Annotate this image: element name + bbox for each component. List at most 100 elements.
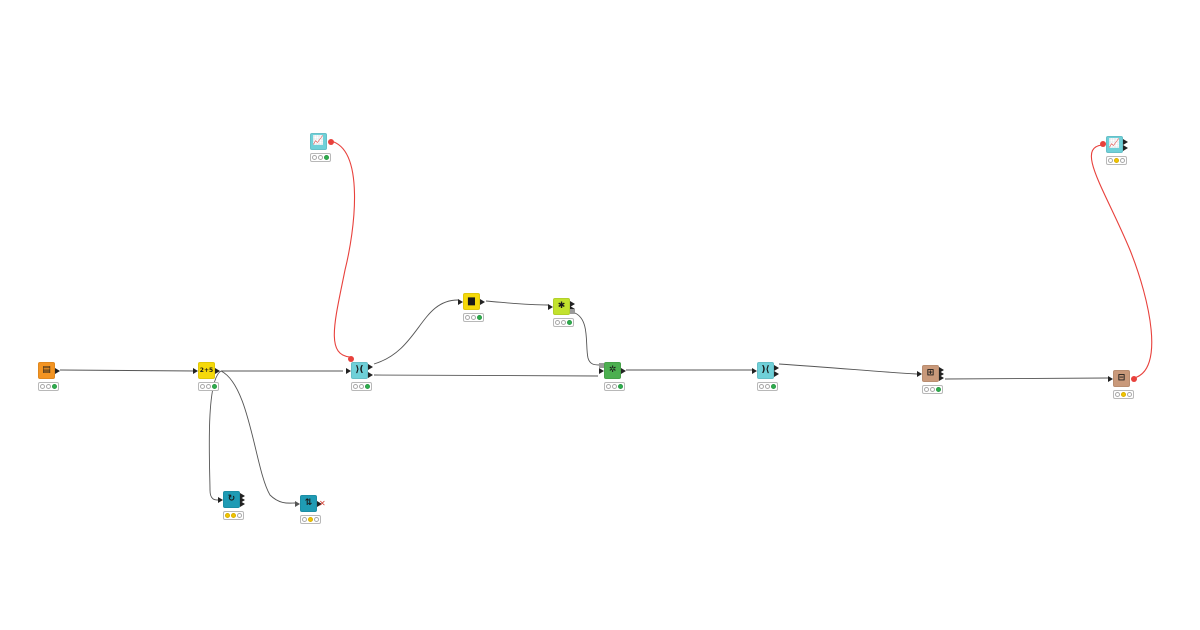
output-port[interactable] (317, 500, 322, 507)
data-connection[interactable] (373, 299, 459, 365)
flow-variable-out-port[interactable] (1131, 375, 1137, 382)
status-dot-off (206, 384, 211, 389)
output-port[interactable] (570, 300, 575, 307)
data-connection[interactable] (574, 312, 601, 366)
input-port[interactable] (295, 500, 300, 507)
node-status-light (757, 382, 778, 391)
node-status-light (38, 382, 59, 391)
status-dot-off (606, 384, 611, 389)
status-dot-off (353, 384, 358, 389)
status-dot-yellow (225, 513, 230, 518)
node-loop-start[interactable]: ↻ (223, 491, 240, 508)
line-plot-icon: 📈 (312, 136, 325, 146)
status-dot-green (618, 384, 623, 389)
output-port[interactable] (240, 492, 245, 499)
status-dot-green (52, 384, 57, 389)
node-status-light (198, 382, 219, 391)
status-dot-off (237, 513, 242, 518)
status-dot-green (477, 315, 482, 320)
flow-variable-connection[interactable] (1090, 144, 1153, 379)
output-port[interactable] (621, 367, 626, 374)
data-connection[interactable] (944, 377, 1109, 380)
output-port[interactable] (939, 366, 944, 373)
node-predictor[interactable]: ✲ (604, 362, 621, 379)
error-cross-icon: ✕ (319, 498, 326, 508)
node-line-plot[interactable]: 📈 (1106, 136, 1123, 153)
node-math-formula[interactable]: 2+5 (198, 362, 215, 379)
status-dot-off (1120, 158, 1125, 163)
node-reader[interactable]: ▤ (38, 362, 55, 379)
output-port[interactable] (240, 496, 245, 503)
parameter-icon: ⇅ (304, 498, 313, 508)
node-loop-start-pipe[interactable]: ⟩( (351, 362, 368, 379)
node-learner[interactable]: ✱ (553, 298, 570, 315)
node-parameter-optimization[interactable]: ⇅ (300, 495, 317, 512)
data-connection[interactable] (59, 369, 197, 372)
input-port[interactable] (599, 367, 604, 374)
status-dot-off (1127, 392, 1132, 397)
node-scorer[interactable]: ⊞ (922, 365, 939, 382)
status-dot-off (312, 155, 317, 160)
status-dot-off (471, 315, 476, 320)
status-dot-green (567, 320, 572, 325)
math-formula-icon: 2+5 (199, 366, 214, 374)
flow-variable-out-port[interactable] (328, 138, 334, 145)
node-line-plot[interactable]: 📈 (310, 133, 327, 150)
input-port[interactable] (1108, 375, 1113, 382)
status-dot-off (200, 384, 205, 389)
output-port[interactable] (939, 374, 944, 381)
status-dot-off (314, 517, 319, 522)
node-status-light (223, 511, 244, 520)
status-dot-yellow (231, 513, 236, 518)
node-status-light (553, 318, 574, 327)
data-connection[interactable] (373, 374, 599, 377)
line-plot-icon: 📈 (1108, 139, 1121, 149)
flow-variable-connection[interactable] (330, 140, 356, 358)
output-port[interactable] (368, 363, 373, 370)
status-dot-off (1115, 392, 1120, 397)
status-dot-off (759, 384, 764, 389)
input-port[interactable] (917, 370, 922, 377)
status-dot-off (561, 320, 566, 325)
node-status-light (351, 382, 372, 391)
data-connection[interactable] (485, 300, 549, 306)
node-status-light (463, 313, 484, 322)
input-port[interactable] (548, 303, 553, 310)
learner-icon: ✱ (557, 301, 566, 311)
output-port[interactable] (368, 371, 373, 378)
model-input-port[interactable] (599, 363, 604, 368)
input-port[interactable] (346, 367, 351, 374)
output-port[interactable] (1123, 138, 1128, 145)
data-connection[interactable] (778, 363, 918, 375)
output-port[interactable] (215, 367, 220, 374)
node-output[interactable]: ⊟ (1113, 370, 1130, 387)
loop-start-icon: ↻ (227, 494, 236, 504)
output-port[interactable] (480, 298, 485, 305)
data-connection[interactable] (220, 370, 296, 504)
input-port[interactable] (458, 298, 463, 305)
output-port[interactable] (774, 370, 779, 377)
status-dot-yellow (308, 517, 313, 522)
status-dot-off (1108, 158, 1113, 163)
output-port[interactable] (1123, 144, 1128, 151)
table-reader-icon: ▤ (42, 365, 51, 375)
output-port[interactable] (240, 500, 245, 507)
output-port[interactable] (570, 305, 575, 312)
model-output-port[interactable] (570, 309, 575, 314)
input-port[interactable] (218, 496, 223, 503)
node-loop-end[interactable]: )⟨ (757, 362, 774, 379)
output-icon: ⊟ (1117, 373, 1126, 383)
scorer-icon: ⊞ (926, 368, 935, 378)
node-status-light (1106, 156, 1127, 165)
output-port[interactable] (55, 367, 60, 374)
node-bar-chart[interactable]: ▆ (463, 293, 480, 310)
input-port[interactable] (193, 367, 198, 374)
input-port[interactable] (752, 367, 757, 374)
flow-variable-in-port[interactable] (348, 356, 354, 362)
output-port[interactable] (939, 370, 944, 377)
flow-variable-in-port[interactable] (1100, 141, 1106, 147)
output-port[interactable] (774, 364, 779, 371)
loop-end-icon: )⟨ (761, 365, 770, 375)
status-dot-off (930, 387, 935, 392)
